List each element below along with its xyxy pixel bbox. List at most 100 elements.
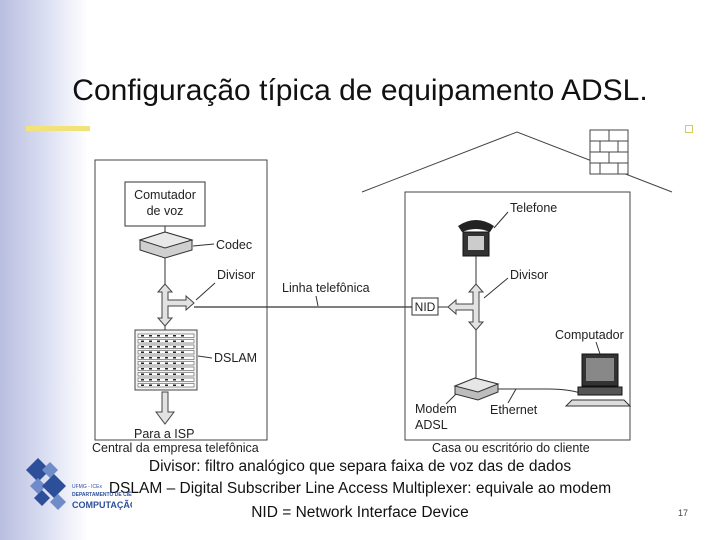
telephone-label: Telefone: [510, 201, 557, 215]
dslam-port: [165, 368, 168, 370]
dslam-port: [157, 335, 160, 337]
dslam-port: [173, 362, 176, 364]
dslam-port: [181, 346, 184, 348]
dslam-port: [181, 379, 184, 381]
dslam-port: [149, 379, 152, 381]
dslam-port: [149, 368, 152, 370]
dslam-port: [181, 357, 184, 359]
modem-label-2: ADSL: [415, 418, 448, 432]
central-splitter-pointer: [195, 282, 216, 301]
dslam-port: [149, 335, 152, 337]
ethernet-cable: [498, 388, 587, 396]
dslam-port: [181, 351, 184, 353]
dslam-port: [165, 384, 168, 386]
dslam-port: [157, 368, 160, 370]
dcc-logo-icon: UFMG - ICEx DEPARTAMENTO DE CIÊNCIA DA C…: [26, 458, 152, 510]
dslam-port: [165, 351, 168, 353]
dslam-port: [165, 373, 168, 375]
phone-line-label: Linha telefônica: [282, 281, 370, 295]
dslam-port: [149, 346, 152, 348]
dslam-port: [181, 340, 184, 342]
note-nid: NID = Network Interface Device: [251, 504, 469, 521]
dslam-port: [157, 379, 160, 381]
dslam-port: [181, 384, 184, 386]
codec-device: [138, 231, 194, 259]
dslam-port: [165, 340, 168, 342]
dslam-port: [157, 362, 160, 364]
slide-title: Configuração típica de equipamento ADSL.: [72, 74, 648, 107]
voice-switch-label-1: Comutador: [134, 188, 196, 202]
modem-label-1: Modem: [415, 402, 457, 416]
logo-line-3: COMPUTAÇÃO: [72, 500, 132, 510]
dslam-port: [149, 340, 152, 342]
dslam-rack: [134, 329, 198, 391]
codec-label: Codec: [216, 238, 252, 252]
central-office-box: [94, 159, 268, 441]
central-office-caption: Central da empresa telefônica: [92, 441, 259, 455]
note-divisor: Divisor: filtro analógico que separa fai…: [148, 458, 572, 475]
ethernet-pointer: [507, 388, 517, 404]
dslam-port: [181, 373, 184, 375]
dslam-port: [173, 335, 176, 337]
dslam-port: [157, 384, 160, 386]
page-number: 17: [678, 508, 689, 518]
dslam-port: [141, 379, 144, 381]
dslam-port: [157, 351, 160, 353]
dslam-port: [149, 362, 152, 364]
note-dslam: DSLAM – Digital Subscriber Line Access M…: [108, 480, 612, 497]
telephone-icon: [458, 220, 494, 257]
dslam-port: [149, 351, 152, 353]
dcc-logo: UFMG - ICEx DEPARTAMENTO DE CIÊNCIA DA C…: [20, 452, 152, 524]
logo-line-1: UFMG - ICEx: [72, 484, 102, 490]
codec-pointer: [192, 243, 215, 247]
adsl-modem-icon: [453, 377, 500, 401]
central-splitter-label: Divisor: [217, 268, 255, 282]
dslam-port: [149, 357, 152, 359]
isp-arrow: [155, 391, 175, 425]
dslam-port: [149, 384, 152, 386]
house-splitter-label: Divisor: [510, 268, 548, 282]
dslam-port: [165, 335, 168, 337]
computer-pointer: [595, 341, 601, 355]
phone-line-pointer: [315, 295, 319, 307]
house-splitter-icon: [447, 283, 485, 331]
dslam-port: [173, 340, 176, 342]
central-splitter-icon: [156, 283, 195, 327]
house-caption: Casa ou escritório do cliente: [432, 441, 590, 455]
dslam-port: [173, 384, 176, 386]
ethernet-label: Ethernet: [490, 403, 538, 417]
dslam-port: [165, 379, 168, 381]
title-rule-left: [26, 126, 90, 131]
logo-line-2: DEPARTAMENTO DE CIÊNCIA DA: [72, 490, 132, 498]
dslam-port: [173, 373, 176, 375]
dslam-port: [141, 384, 144, 386]
dslam-port: [173, 357, 176, 359]
title-rule-right: [685, 125, 693, 133]
chimney: [589, 129, 629, 175]
telephone-pointer: [493, 211, 509, 229]
computer-label: Computador: [555, 328, 624, 342]
dslam-port: [173, 346, 176, 348]
dslam-port: [181, 335, 184, 337]
dslam-port: [141, 357, 144, 359]
dslam-port: [165, 346, 168, 348]
modem-pointer: [445, 393, 457, 405]
dslam-port: [157, 357, 160, 359]
dslam-label: DSLAM: [214, 351, 257, 365]
dslam-port: [141, 351, 144, 353]
voice-switch-box: [124, 181, 206, 227]
dslam-port: [157, 373, 160, 375]
dslam-port: [157, 346, 160, 348]
dslam-port: [149, 373, 152, 375]
nid-label: NID: [415, 300, 436, 314]
dslam-port: [141, 340, 144, 342]
voice-switch-label-2: de voz: [147, 204, 184, 218]
slide-sidebar-gradient: [0, 0, 88, 540]
dslam-port: [141, 335, 144, 337]
dslam-port: [181, 368, 184, 370]
dslam-port: [173, 368, 176, 370]
dslam-port: [141, 368, 144, 370]
dslam-port: [157, 340, 160, 342]
dslam-port: [141, 362, 144, 364]
computer-icon: [564, 353, 632, 407]
